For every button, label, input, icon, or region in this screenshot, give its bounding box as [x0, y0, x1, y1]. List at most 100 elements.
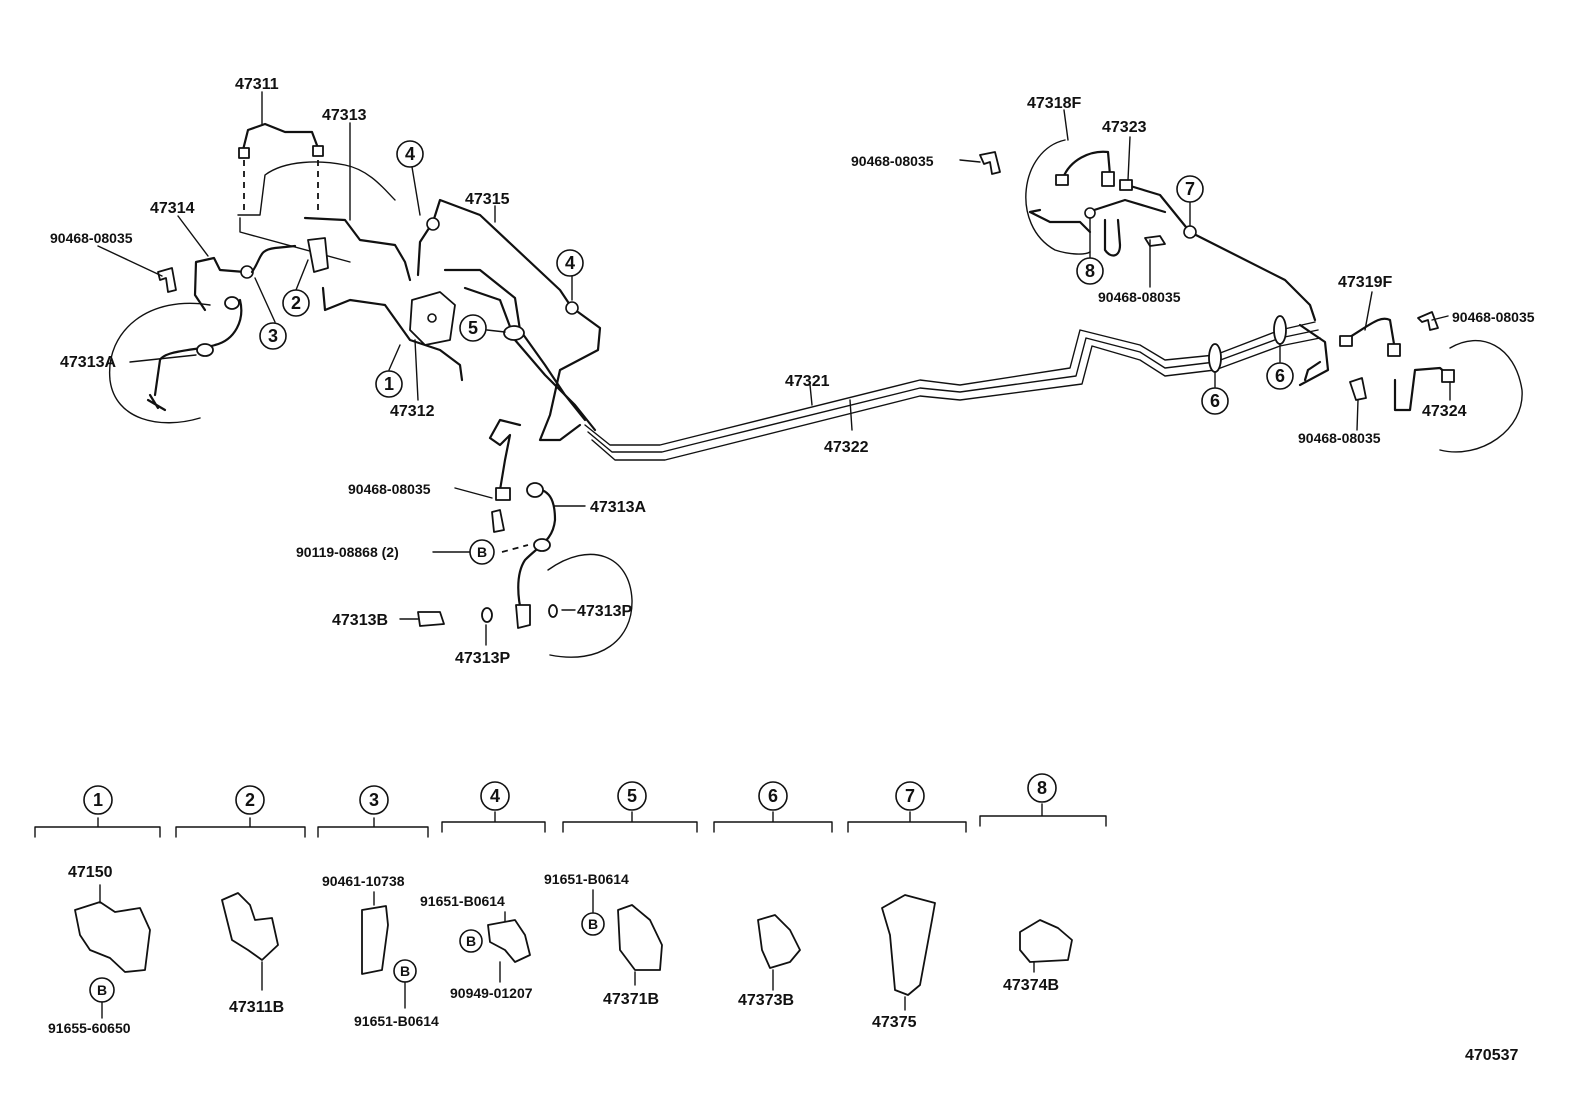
legend-5-part-a: 91651-B0614: [544, 871, 629, 887]
legend-group-8: 8 47374B: [979, 773, 1107, 994]
legend-group-6: 6 47373B: [713, 781, 833, 1009]
master-cylinder-outline: [237, 161, 396, 216]
legend-7-bracket-icon: [881, 894, 936, 996]
label-47313B: 47313B: [332, 612, 388, 629]
legend-group-5: 5 91651-B0614 B 47371B: [544, 781, 698, 1008]
left-flex-hose: [153, 298, 243, 397]
legend-1-part-a: 47150: [68, 864, 113, 881]
rear-clip-upper: [979, 151, 1001, 175]
callout-1: 1: [384, 374, 394, 394]
legend-group-2: 2 47311B: [175, 785, 306, 1016]
legend-group-1: 1 47150 B 91655-60650: [34, 785, 161, 1036]
tube-47321: [584, 321, 1316, 446]
label-47313: 47313: [322, 107, 367, 124]
legend-7-part-a: 47375: [872, 1014, 917, 1031]
legend-3-bolt: B: [400, 963, 410, 979]
legend-num-4: 4: [490, 786, 500, 806]
legend-num-6: 6: [768, 786, 778, 806]
label-90468-under8: 90468-08035: [1098, 289, 1181, 305]
callout-4b: 4: [565, 253, 575, 273]
legend-4-part-a: 91651-B0614: [420, 893, 505, 909]
label-47323: 47323: [1102, 119, 1147, 136]
legend-3-part-a: 90461-10738: [322, 873, 405, 889]
legend-6-clip-icon: [757, 914, 801, 969]
bleeder-47313B: [417, 611, 445, 627]
rear-clip-lower: [1349, 377, 1367, 401]
legend-8-part-a: 47374B: [1003, 977, 1059, 994]
legend-6-part-a: 47373B: [738, 992, 794, 1009]
callout-7: 7: [1185, 179, 1195, 199]
label-47313A-mid: 47313A: [590, 499, 646, 516]
legend-num-3: 3: [369, 790, 379, 810]
tube-47313: [303, 216, 412, 282]
label-90468-topright: 90468-08035: [851, 153, 934, 169]
main-brake-lines: [584, 315, 1330, 461]
callout-6b: 6: [1275, 366, 1285, 386]
cap-47313P: [481, 607, 493, 623]
rear-clip-right: [1417, 311, 1439, 331]
legend-3-clamp-icon: [361, 905, 389, 975]
diagram-code: 470537: [1465, 1047, 1518, 1064]
legend-num-5: 5: [627, 786, 637, 806]
label-47322: 47322: [824, 439, 869, 456]
legend-4-part-b: 90949-01207: [450, 985, 533, 1001]
legend-1-bolt: B: [97, 982, 107, 998]
legend-num-8: 8: [1037, 778, 1047, 798]
rear-clip-under8: [1144, 235, 1166, 247]
legend: 1 47150 B 91655-60650 2 47311B 3 90461-1…: [34, 773, 1107, 1036]
hose-47318F: [1061, 150, 1112, 180]
legend-5-bolt: B: [588, 916, 598, 932]
legend-4-clip-icon: [487, 919, 531, 963]
label-47313P-right: 47313P: [577, 603, 632, 620]
legend-2-valve-icon: [221, 892, 279, 961]
callout-6a: 6: [1210, 391, 1220, 411]
legend-2-part-a: 47311B: [229, 999, 284, 1016]
left-clip: [157, 267, 177, 293]
label-90119: 90119-08868 (2): [296, 544, 399, 560]
legend-3-part-b: 91651-B0614: [354, 1013, 439, 1029]
label-90468-left: 90468-08035: [50, 230, 133, 246]
callout-8: 8: [1085, 261, 1095, 281]
front-right-clip: [491, 509, 505, 533]
callout-3: 3: [268, 326, 278, 346]
legend-group-3: 3 90461-10738 B 91651-B0614: [317, 785, 439, 1029]
label-47312: 47312: [390, 403, 435, 420]
tube-47315: [416, 198, 574, 310]
label-90468-farright: 90468-08035: [1452, 309, 1535, 325]
right-brake-disc: [547, 553, 633, 658]
callout-4a: 4: [405, 144, 415, 164]
left-brake-disc: [109, 302, 211, 424]
rear-left-drum: [1025, 139, 1091, 255]
label-47319F: 47319F: [1338, 274, 1392, 291]
bolt-marker-main: B: [477, 544, 487, 560]
label-47318F: 47318F: [1027, 95, 1081, 112]
label-47321: 47321: [785, 373, 830, 390]
label-47313P-bottom: 47313P: [455, 650, 510, 667]
tube-47323: [1125, 183, 1317, 322]
legend-num-1: 1: [93, 790, 103, 810]
tube-47311: [241, 122, 320, 152]
legend-num-2: 2: [245, 790, 255, 810]
right-flex-hose: [517, 486, 557, 617]
callout-circles: 1 2 3 4 4 5 6 6 7 8 B: [259, 140, 1294, 565]
label-47314: 47314: [150, 200, 195, 217]
legend-group-4: 4 91651-B0614 B 90949-01207: [420, 781, 546, 1001]
label-90468-mid: 90468-08035: [348, 481, 431, 497]
label-90468-bottomright: 90468-08035: [1298, 430, 1381, 446]
front-right-brake-assembly: [417, 482, 633, 658]
rear-right-drum: [1439, 339, 1523, 453]
legend-4-bolt: B: [466, 933, 476, 949]
left-front-brake-assembly: [109, 122, 602, 501]
legend-group-7: 7 47375: [847, 781, 967, 1031]
legend-5-clamp-icon: [617, 904, 663, 971]
leader-lines: [97, 91, 1451, 646]
legend-1-part-b: 91655-60650: [48, 1020, 131, 1036]
rear-right-brake-assembly: [1303, 311, 1523, 453]
label-47324: 47324: [1422, 403, 1467, 420]
label-47311: 47311: [235, 76, 279, 93]
part-labels: 47311 47313 47314 90468-08035 47313A 473…: [50, 76, 1535, 1064]
callout-5: 5: [468, 318, 478, 338]
legend-8-clip-icon: [1019, 919, 1073, 963]
